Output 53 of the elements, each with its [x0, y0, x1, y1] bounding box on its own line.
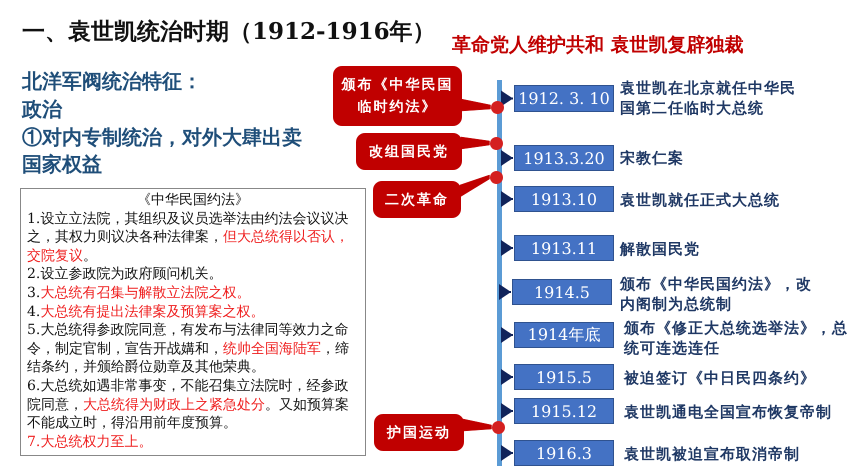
- event-text: 袁世凯被迫宣布取消帝制: [624, 444, 801, 464]
- date-box: 1913.3.20: [514, 145, 614, 171]
- list-item: 4.大总统有提出法律案及预算案之权。: [27, 302, 266, 322]
- callout-bubble: 护国运动: [374, 414, 464, 451]
- timeline-dot: [492, 420, 504, 434]
- callout-pointer: [460, 174, 490, 198]
- title: 一、袁世凯统治时期（1912-1916年）: [22, 17, 436, 47]
- date-box: 1913.10: [514, 186, 614, 212]
- heading: ①对内专制统治，对外大肆出卖国家权益: [22, 124, 303, 178]
- list-item: 3.大总统有召集与解散立法院之权。: [27, 284, 252, 303]
- pointer-arrow: [501, 191, 513, 207]
- callout-pointer: [460, 98, 491, 112]
- timeline-dot: [490, 136, 502, 150]
- timeline-dot: [490, 170, 502, 184]
- date-box: 1914年底: [514, 322, 614, 348]
- callout-bubble: 颁布《中华民国临时约法》: [333, 66, 462, 126]
- callout-pointer: [462, 418, 492, 432]
- heading: 政治: [22, 96, 64, 123]
- date-box: 1914.5: [512, 279, 612, 305]
- event-text: 解散国民党: [620, 239, 701, 259]
- pointer-arrow: [501, 240, 513, 256]
- callout-pointer: [460, 136, 490, 150]
- pointer-arrow: [501, 403, 513, 419]
- list-item: 5.大总统得参政院同意，有发布与法律同等效力之命令，制定官制，宣告开战媾和，统帅全国海陆军，缔结条约，并颁给爵位勋章及其他荣典。: [27, 321, 350, 377]
- event-text: 袁世凯就任正式大总统: [620, 190, 781, 210]
- event-text: 袁世凯在北京就任中华民国第二任临时大总统: [620, 78, 797, 118]
- event-text: 宋教仁案: [620, 148, 685, 168]
- pointer-arrow: [501, 150, 513, 166]
- event-text: 袁世凯通电全国宣布恢复帝制: [624, 402, 833, 422]
- heading: 北洋军阀统治特征：: [22, 68, 203, 95]
- list-item: 6.大总统如遇非常事变，不能召集立法院时，经参政院同意，大总统得为财政上之紧急处分。又如预算案不能成立时，得沿用前年度预算。: [27, 376, 350, 433]
- date-box: 1913.11: [514, 235, 614, 261]
- callout-bubble: 改组国民党: [356, 133, 462, 170]
- event-text: 被迫签订《中日民四条约》: [624, 368, 817, 388]
- pointer-arrow: [501, 369, 513, 385]
- pointer-arrow: [501, 327, 513, 343]
- subtitle: 革命党人维护共和 袁世凯复辟独裁: [452, 33, 745, 58]
- date-box: 1915.5: [514, 364, 614, 390]
- list-item: 1.设立立法院，其组织及议员选举法由约法会议议决之，其权力则议决各种法律案，但大总统得以否认，交院复议。: [27, 210, 350, 266]
- event-text: 颁布《修正大总统选举法》，总统可连选连任: [624, 318, 849, 358]
- timeline-dot: [490, 100, 504, 114]
- pointer-arrow: [501, 90, 513, 106]
- list-item: 7.大总统权力至上。: [27, 432, 154, 452]
- callout-bubble: 二次革命: [373, 181, 461, 218]
- list-item: 2.设立参政院为政府顾问机关。: [27, 265, 224, 284]
- pointer-arrow: [499, 284, 511, 300]
- event-text: 颁布《中华民国约法》，改内阁制为总统制: [620, 274, 813, 314]
- date-box: 1912. 3. 10: [514, 85, 614, 112]
- text-box: [20, 188, 366, 456]
- box-heading: 《中华民国约法》: [136, 191, 250, 210]
- pointer-arrow: [501, 445, 513, 461]
- date-box: 1916.3: [514, 440, 614, 466]
- date-box: 1915.12: [514, 398, 614, 424]
